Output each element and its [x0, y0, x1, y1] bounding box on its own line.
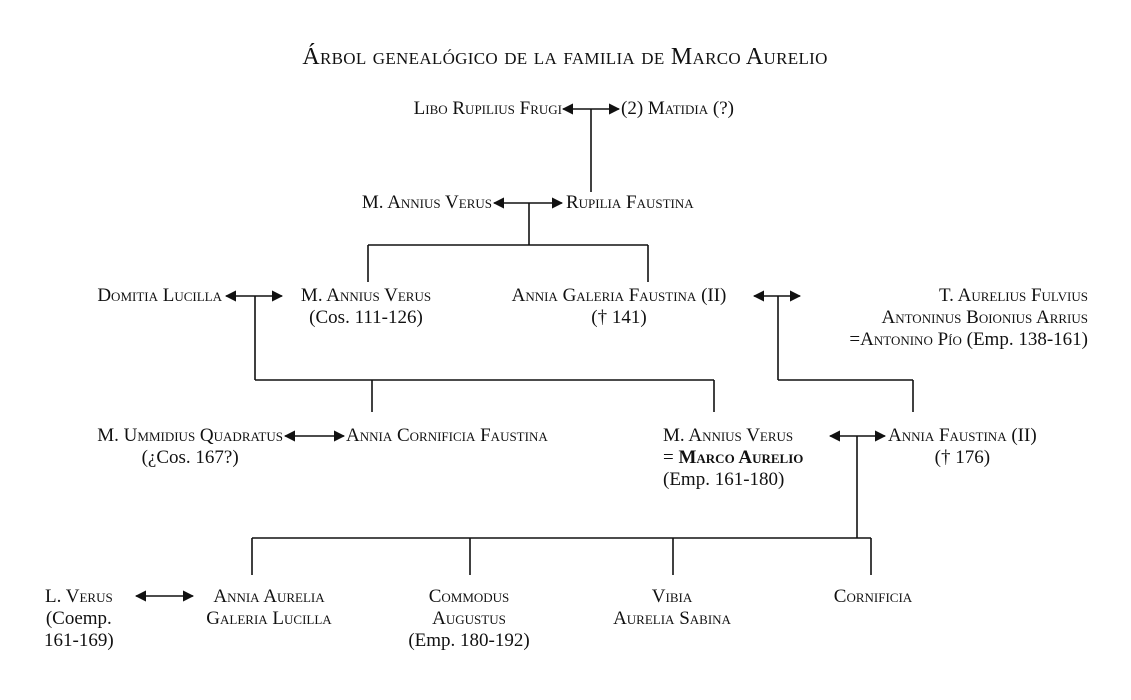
person-name: Annia Galeria Faustina (II) [511, 285, 727, 306]
person-note: (Cos. 111-126) [309, 307, 423, 328]
person-cornificia: Cornificia [834, 586, 912, 608]
person-name: Cornificia [833, 586, 913, 607]
person-libo-rupilius-frugi: Libo Rupilius Frugi [414, 98, 562, 120]
person-name-line-2: Galeria Lucilla [206, 608, 332, 629]
person-annia-cornificia-faustina: Annia Cornificia Faustina [346, 425, 548, 447]
person-name: Libo Rupilius Frugi [413, 98, 562, 119]
person-ummidius-quadratus: M. Ummidius Quadratus (¿Cos. 167?) [97, 425, 283, 469]
person-name-line-2: Aurelia Sabina [613, 608, 731, 629]
person-annius-verus-sr: M. Annius Verus [362, 192, 492, 214]
person-note: (Emp. 180-192) [408, 630, 530, 651]
person-name: Annia Faustina (II) [888, 425, 1037, 446]
person-name: Annia Cornificia Faustina [346, 425, 548, 446]
person-annia-aurelia-galeria-lucilla: Annia Aurelia Galeria Lucilla [206, 586, 331, 630]
person-rupilia-faustina: Rupilia Faustina [566, 192, 694, 214]
person-domitia-lucilla: Domitia Lucilla [97, 285, 222, 307]
person-name-line-1: T. Aurelius Fulvius [938, 285, 1088, 306]
person-name-line-2: Antoninus Boionius Arrius [881, 307, 1088, 328]
person-name-line-1: Vibia [651, 586, 693, 607]
person-note: (¿Cos. 167?) [141, 447, 239, 468]
person-annius-verus-cos: M. Annius Verus (Cos. 111-126) [301, 285, 431, 329]
person-name: M. Annius Verus [663, 425, 794, 446]
person-note: (Emp. 138-161) [966, 329, 1088, 350]
person-name: M. Annius Verus [361, 192, 492, 213]
person-name-line-3: =Antonino Pío [849, 329, 962, 350]
person-note: († 141) [591, 307, 647, 328]
person-name: (2) Matidia (?) [621, 98, 734, 119]
page-title: Árbol genealógico de la familia de Marco… [302, 44, 828, 70]
person-alias: Marco Aurelio [678, 447, 804, 468]
person-name-line-1: Annia Aurelia [213, 586, 325, 607]
person-name: Rupilia Faustina [566, 192, 694, 213]
person-lucius-verus: L. Verus (Coemp. 161-169) [44, 586, 114, 652]
person-annia-faustina: Annia Faustina (II) († 176) [888, 425, 1037, 469]
person-note-line-1: (Coemp. [45, 608, 112, 629]
person-aurelius-fulvius-antonino-pio: T. Aurelius Fulvius Antoninus Boionius A… [849, 285, 1088, 351]
person-vibia-aurelia-sabina: Vibia Aurelia Sabina [613, 586, 731, 630]
person-name-line-1: Commodus [428, 586, 510, 607]
person-note-line-2: 161-169) [44, 630, 114, 651]
person-annia-galeria-faustina: Annia Galeria Faustina (II) († 141) [512, 285, 727, 329]
person-name: L. Verus [44, 586, 113, 607]
person-marco-aurelio: M. Annius Verus = Marco Aurelio (Emp. 16… [663, 425, 803, 491]
person-name: M. Annius Verus [300, 285, 432, 306]
person-name: Domitia Lucilla [97, 285, 222, 306]
person-commodus: Commodus Augustus (Emp. 180-192) [408, 586, 529, 652]
person-matidia: (2) Matidia (?) [621, 98, 734, 120]
person-name: M. Ummidius Quadratus [97, 425, 283, 446]
person-note: († 176) [934, 447, 991, 468]
person-note: (Emp. 161-180) [663, 469, 785, 490]
person-name-line-2: Augustus [432, 608, 506, 629]
equals-sign: = [663, 447, 679, 468]
